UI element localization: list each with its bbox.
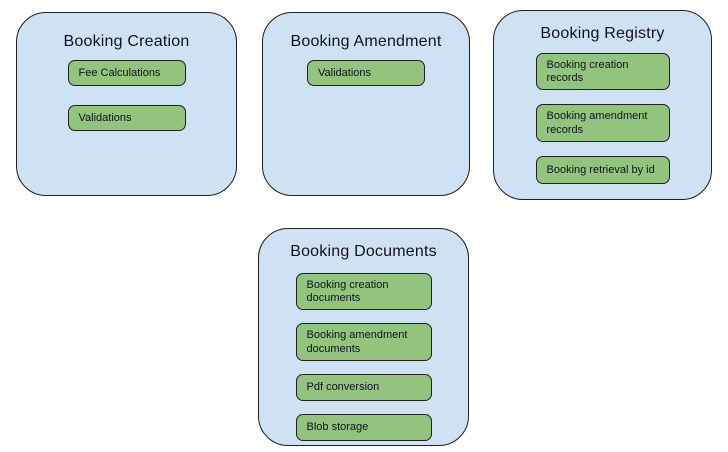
chip-blob-storage: Blob storage bbox=[295, 413, 432, 441]
group-title-booking-registry: Booking Registry bbox=[540, 25, 665, 42]
chip-booking-amendment-records: Booking amendment records bbox=[535, 104, 670, 142]
group-booking-amendment: Booking Amendment Validations bbox=[262, 12, 470, 196]
chip-list: Booking creation records Booking amendme… bbox=[494, 53, 711, 184]
chip-validations: Validations bbox=[67, 105, 186, 131]
chip-pdf-conversion: Pdf conversion bbox=[295, 373, 432, 401]
chip-booking-retrieval-by-id: Booking retrieval by id bbox=[535, 155, 670, 184]
group-booking-creation: Booking Creation Fee Calculations Valida… bbox=[16, 12, 237, 196]
chip-list: Fee Calculations Validations bbox=[17, 60, 236, 131]
group-title-booking-creation: Booking Creation bbox=[63, 33, 190, 50]
group-booking-registry: Booking Registry Booking creation record… bbox=[493, 10, 712, 200]
chip-booking-amendment-documents: Booking amendment documents bbox=[295, 323, 432, 361]
group-title-booking-documents: Booking Documents bbox=[290, 243, 437, 260]
group-title-booking-amendment: Booking Amendment bbox=[290, 33, 442, 50]
chip-fee-calculations: Fee Calculations bbox=[67, 60, 186, 86]
chip-validations: Validations bbox=[307, 60, 425, 86]
chip-list: Validations bbox=[263, 60, 469, 86]
chip-booking-creation-documents: Booking creation documents bbox=[295, 273, 432, 311]
group-booking-documents: Booking Documents Booking creation docum… bbox=[258, 228, 469, 446]
chip-list: Booking creation documents Booking amend… bbox=[259, 273, 468, 441]
chip-booking-creation-records: Booking creation records bbox=[535, 53, 670, 91]
